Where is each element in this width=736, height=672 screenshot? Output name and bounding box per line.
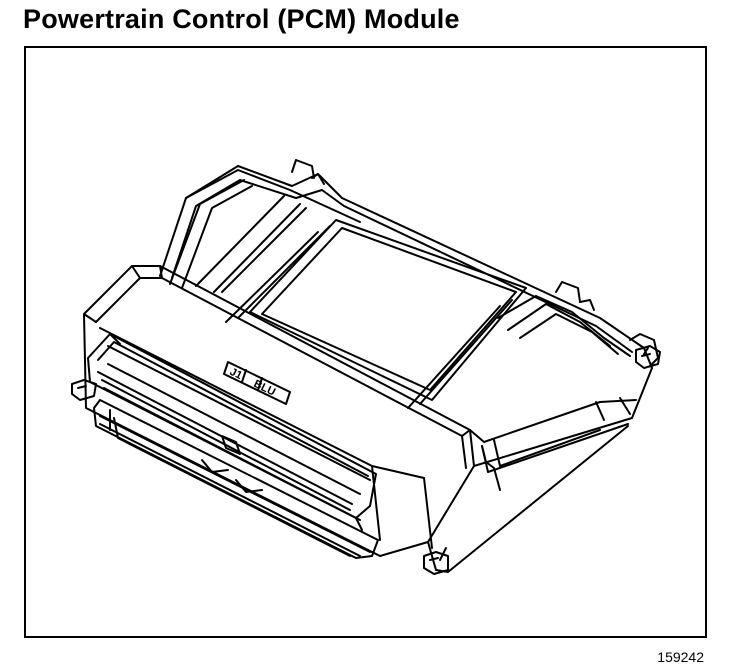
figure-number: 159242 xyxy=(657,649,704,665)
connector-color-label: BLU xyxy=(252,378,278,399)
front-face xyxy=(83,265,475,557)
center-latch xyxy=(221,435,241,455)
connector-lower xyxy=(93,399,379,559)
top-tabs xyxy=(291,159,659,367)
illustration-frame xyxy=(24,46,707,638)
top-cover xyxy=(195,195,527,409)
housing-top xyxy=(159,165,653,419)
connector-id-label: J1 xyxy=(228,366,244,382)
page-title: Powertrain Control (PCM) Module xyxy=(23,4,460,34)
mounting-feet xyxy=(71,345,661,575)
connector-label-plate xyxy=(223,361,291,405)
